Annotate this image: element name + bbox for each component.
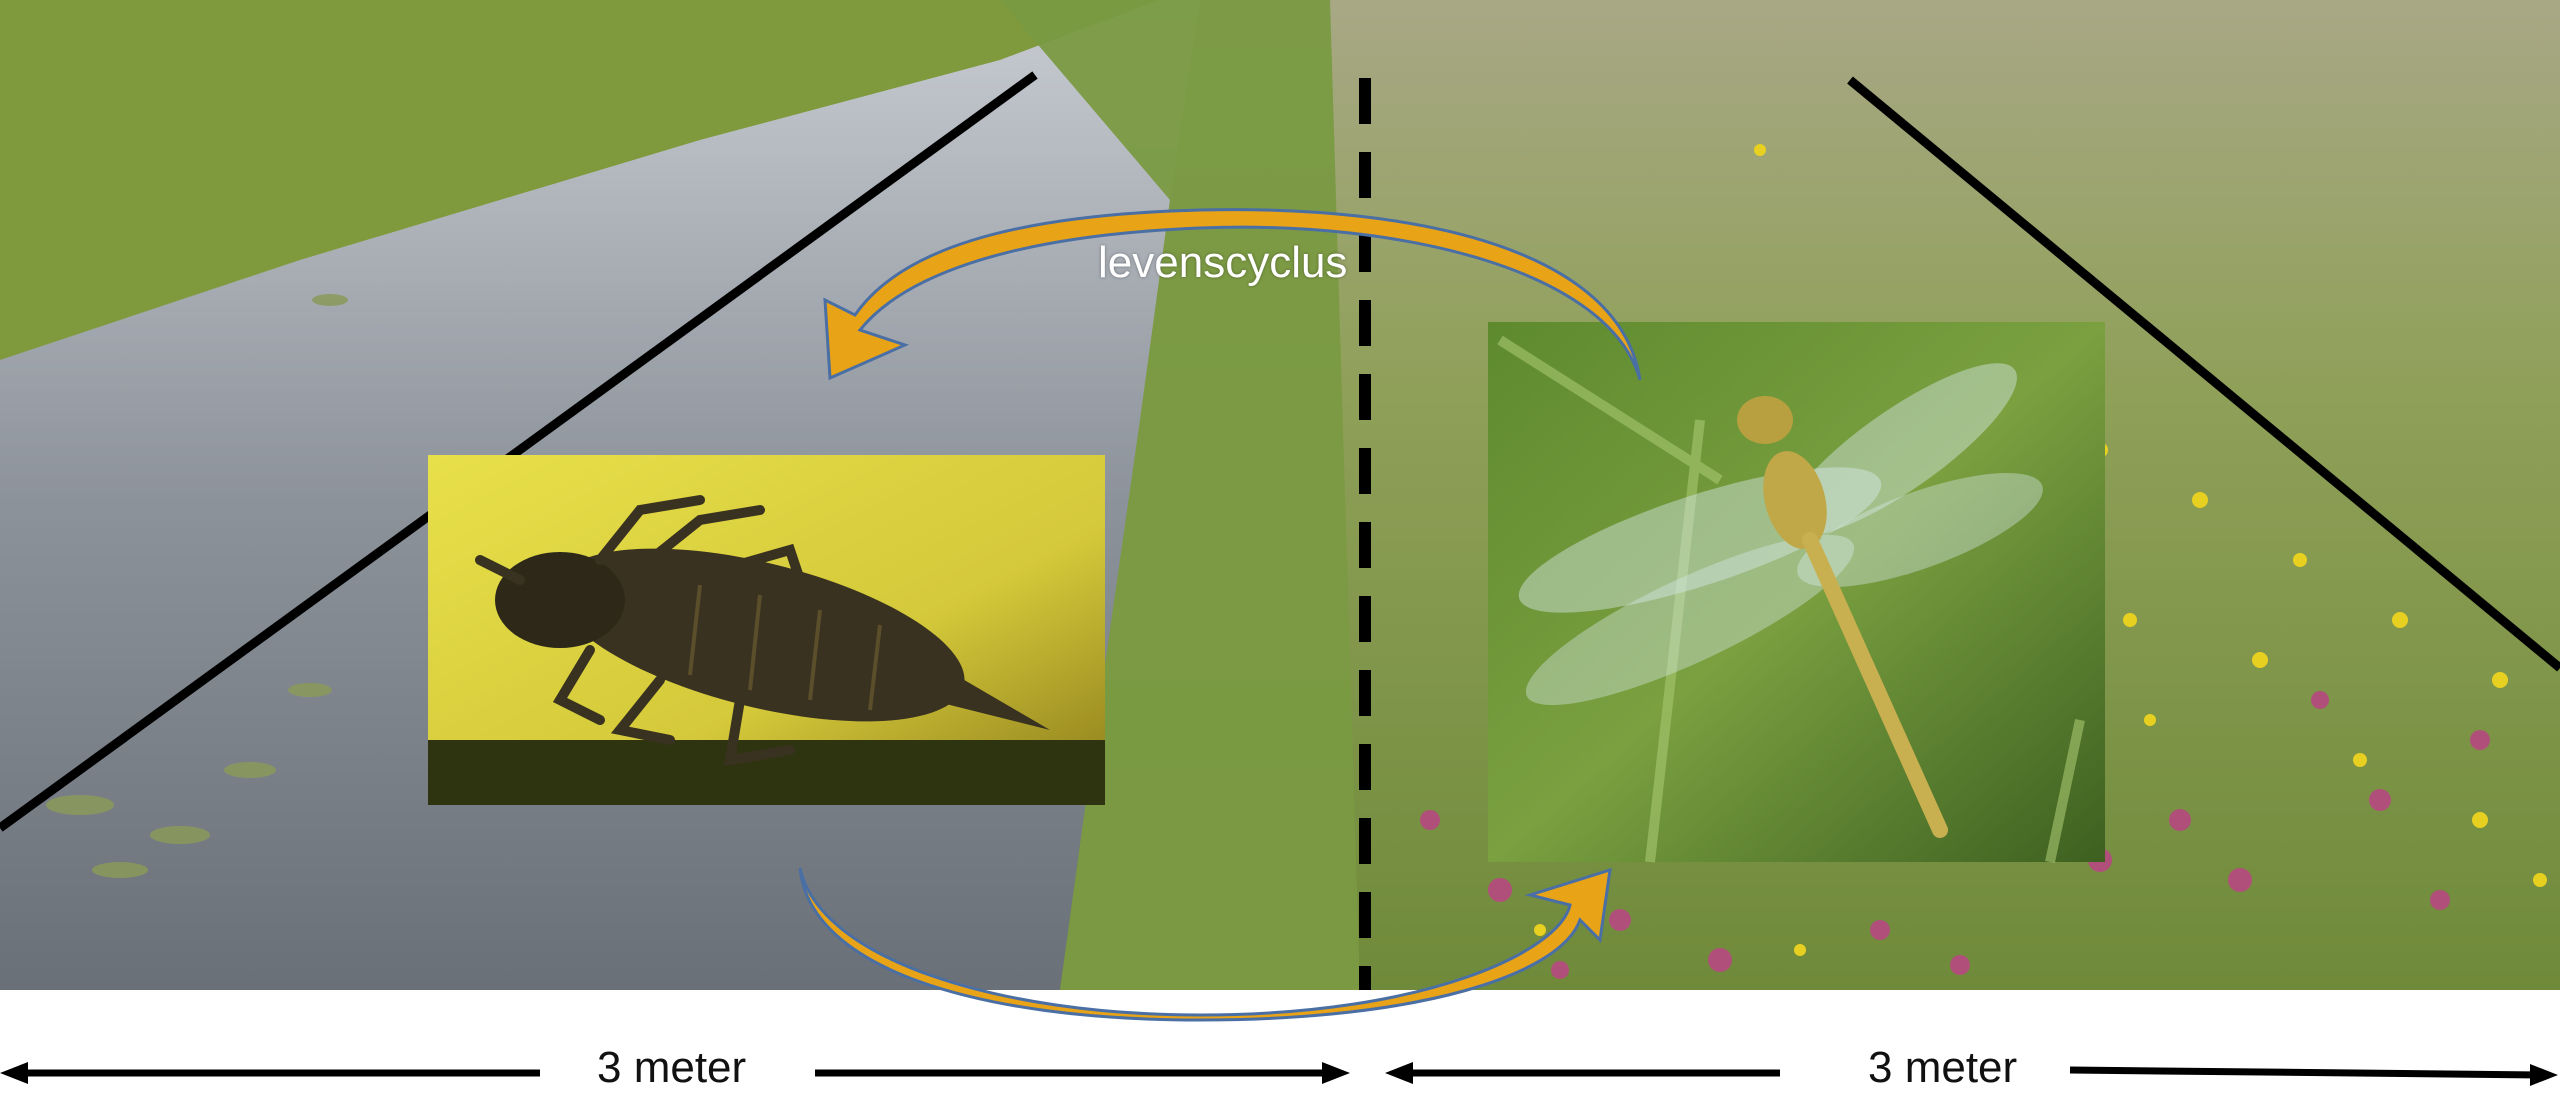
right-arrow-line-b bbox=[2070, 1070, 2540, 1075]
dragonfly-photo bbox=[1488, 322, 2105, 862]
right-distance-label: 3 meter bbox=[1868, 1038, 2017, 1098]
left-distance-label: 3 meter bbox=[597, 1038, 746, 1098]
lifecycle-label: levenscyclus bbox=[1098, 238, 1347, 288]
larva-photo bbox=[428, 455, 1105, 805]
